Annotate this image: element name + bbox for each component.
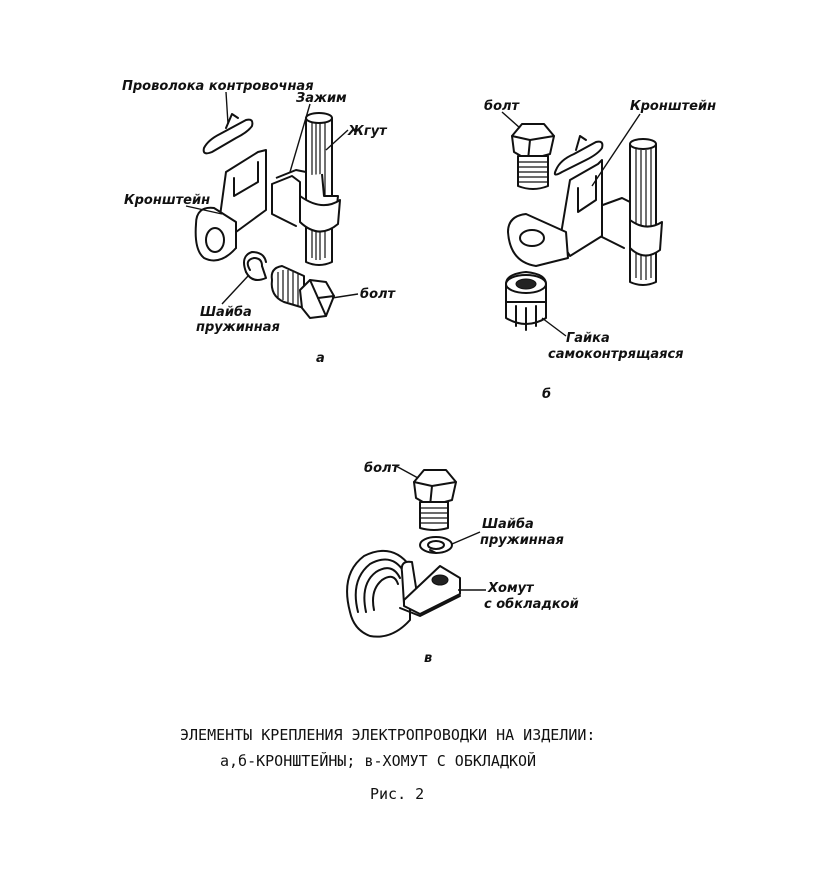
label-clip-1: Хомут <box>487 581 535 596</box>
harness-b <box>629 138 657 286</box>
label-bracket-a: Кронштейн <box>124 193 210 208</box>
label-washer-a-1: Шайба <box>200 305 252 320</box>
bolt-a <box>270 265 335 319</box>
bracket-b <box>507 159 603 267</box>
lock-wire-b <box>553 135 604 176</box>
label-clamp: Зажим <box>296 91 347 106</box>
label-harness: Жгут <box>347 124 388 139</box>
label-nut-1: Гайка <box>566 331 610 346</box>
self-locking-nut <box>505 271 547 331</box>
label-lock-wire: Проволока контровочная <box>122 79 314 94</box>
sublabel-a: а <box>316 351 325 366</box>
caption-line-2: а,б-КРОНШТЕЙНЫ; в-ХОМУТ С ОБКЛАДКОЙ <box>220 752 537 770</box>
sublabel-c: в <box>424 651 432 666</box>
caption-line-1: ЭЛЕМЕНТЫ КРЕПЛЕНИЯ ЭЛЕКТРОПРОВОДКИ НА ИЗ… <box>180 726 596 744</box>
label-washer-a-2: пружинная <box>196 320 280 335</box>
label-bolt-c: болт <box>364 461 401 476</box>
label-washer-c-1: Шайба <box>482 517 534 532</box>
bolt-b <box>511 123 555 190</box>
spring-washer-c <box>419 536 453 554</box>
label-bracket-b: Кронштейн <box>630 99 716 114</box>
spring-washer-a <box>243 251 267 281</box>
label-bolt-b: болт <box>484 99 521 114</box>
label-clip-2: с обкладкой <box>484 597 579 612</box>
label-nut-2: самоконтрящаяся <box>548 347 684 362</box>
bracket-a <box>194 149 267 262</box>
bolt-c <box>413 469 457 531</box>
clamp-a <box>271 169 341 233</box>
figure-number: Рис. 2 <box>370 785 425 803</box>
sublabel-b: б <box>542 387 551 402</box>
figure-b: болт Кронштейн Гайка самоконтрящаяся б <box>484 99 716 402</box>
label-bolt-a: болт <box>360 287 397 302</box>
figure-c: болт Шайба пружинная Хомут с обкладкой в <box>346 461 579 666</box>
clip-with-padding <box>346 549 461 638</box>
figure-a: Проволока контровочная Зажим Жгут Кроншт… <box>122 79 397 366</box>
label-washer-c-2: пружинная <box>480 533 564 548</box>
